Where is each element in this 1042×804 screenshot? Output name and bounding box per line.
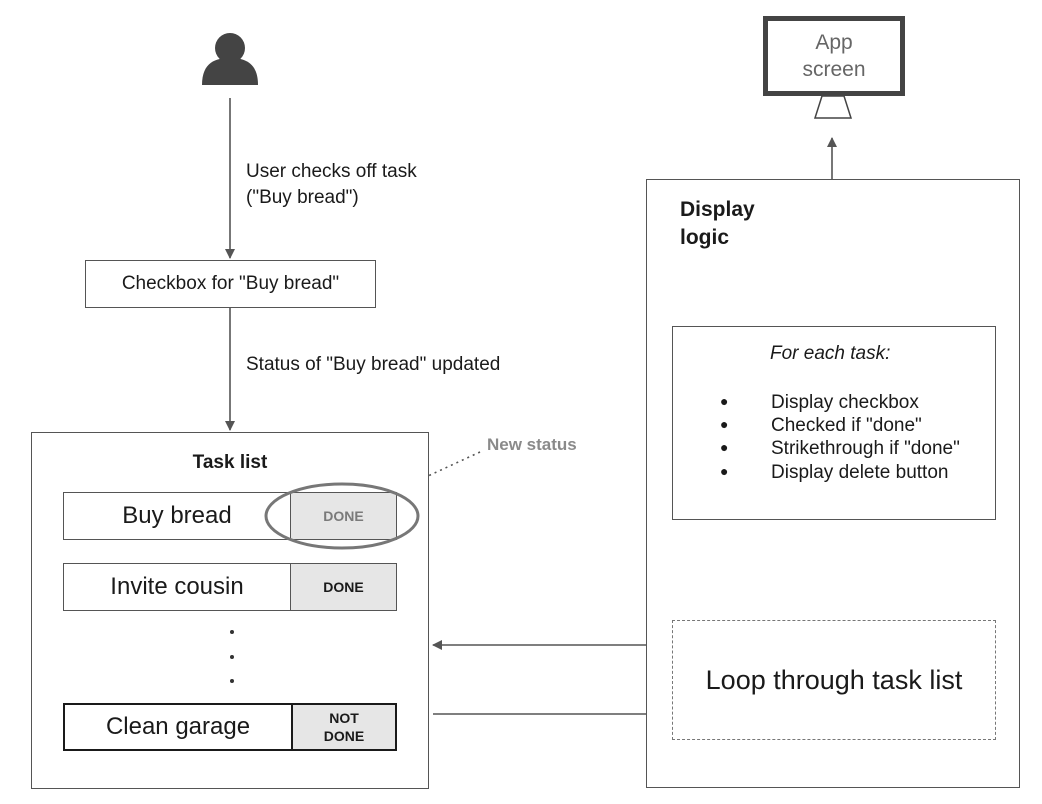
bullet-item: ●Display delete button [720,459,948,485]
user-action-text-line2: ("Buy bread") [246,187,359,208]
bullet-icon: ● [720,439,729,455]
task-row: Invite cousin DONE [63,563,397,611]
display-logic-title-line2: logic [680,226,730,249]
task-status: DONE [290,564,396,610]
task-name: Buy bread [122,502,232,529]
task-status-line2: DONE [323,728,365,744]
loop-box: Loop through task list [672,620,996,740]
task-status: DONE [290,493,396,539]
ellipsis-dot [230,630,234,634]
bullet-icon: ● [720,416,729,432]
bullet-icon: ● [720,393,729,409]
task-name: Invite cousin [110,573,244,600]
task-status: NOT DONE [291,705,395,749]
monitor-icon: App screen [763,16,905,96]
bullet-icon: ● [720,463,729,479]
bullet-item: ●Checked if "done" [720,412,922,438]
checkbox-node: Checkbox for "Buy bread" [85,260,376,308]
for-each-heading: For each task: [770,343,891,364]
task-row: Buy bread DONE [63,492,397,540]
new-status-pointer [401,451,481,489]
user-action-text-line1: User checks off task [246,161,417,182]
ellipsis-dot [230,679,234,683]
display-logic-title: Display logic [680,196,800,252]
bullet-item: ●Strikethrough if "done" [720,435,960,461]
person-icon [202,33,258,85]
app-screen-line2: screen [802,58,866,81]
task-name: Clean garage [105,713,251,740]
for-each-box [672,326,996,520]
display-logic-title-line1: Display [680,198,755,221]
task-list-title: Task list [192,452,268,473]
new-status-label: New status [487,435,577,454]
task-row: Clean garage NOT DONE [63,703,397,751]
monitor-stand [813,95,853,119]
bullet-item: ●Display checkbox [720,389,919,415]
status-updated-text: Status of "Buy bread" updated [246,354,501,375]
app-screen-line1: App [815,31,853,54]
task-status-line1: NOT [329,710,359,726]
ellipsis-dot [230,655,234,659]
